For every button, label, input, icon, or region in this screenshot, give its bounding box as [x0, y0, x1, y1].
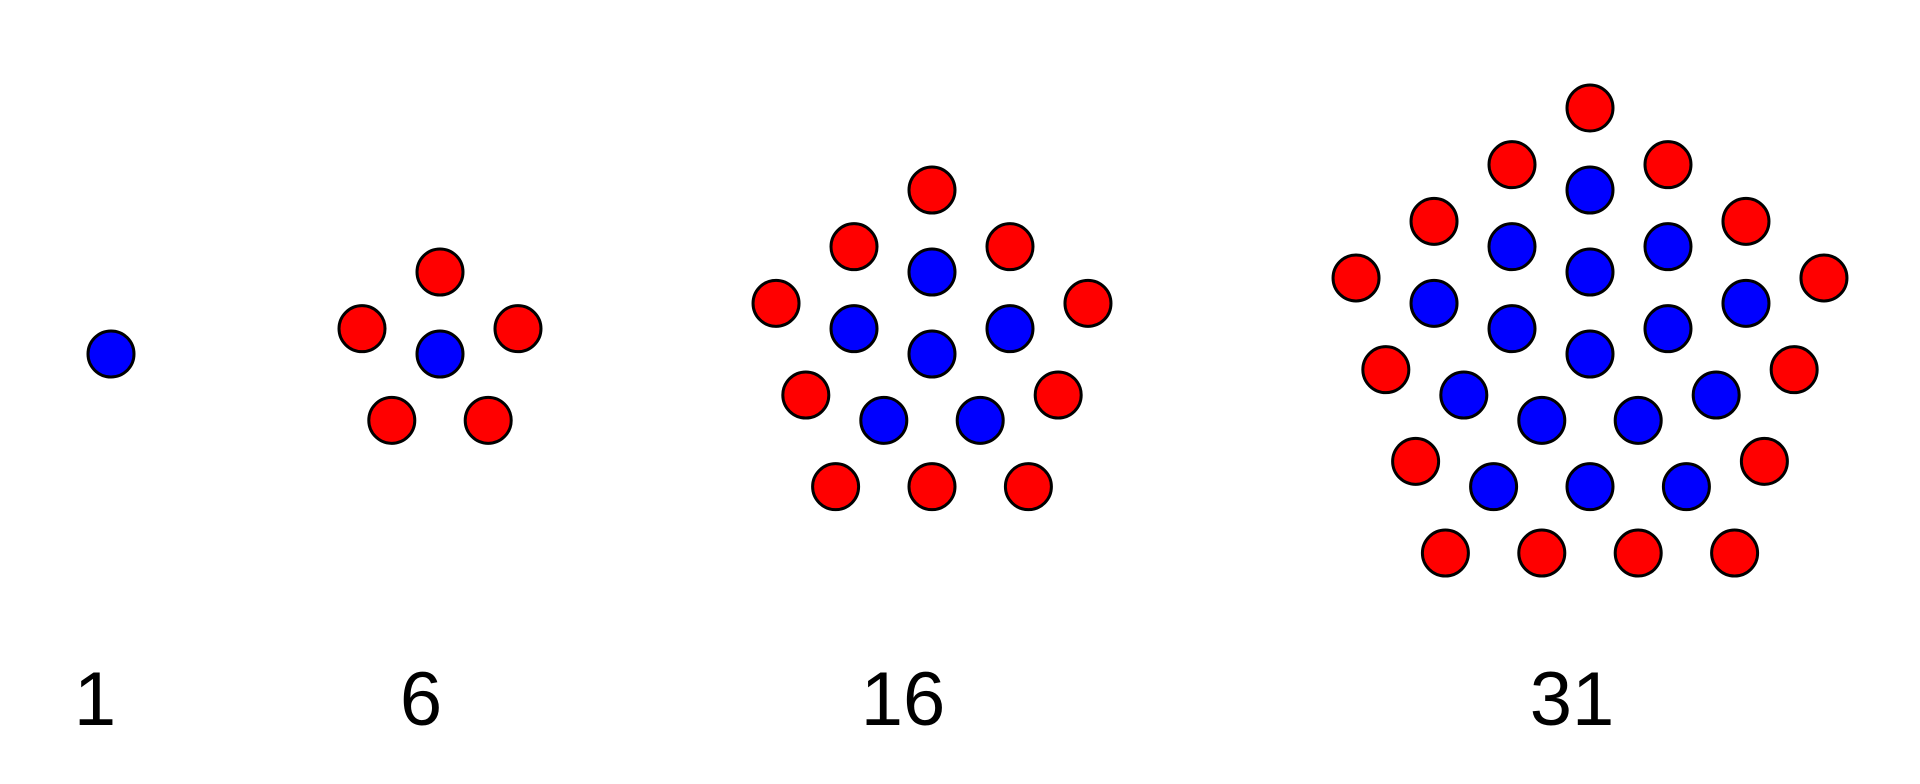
dot-outer	[1003, 462, 1053, 512]
dot-outer	[1391, 436, 1441, 486]
dot-outer	[811, 462, 861, 512]
dot-outer	[1613, 528, 1663, 578]
dot-inner	[1721, 278, 1771, 328]
dot-outer	[1063, 278, 1113, 328]
dot-outer	[415, 247, 465, 297]
dot-outer	[1799, 253, 1849, 303]
dot-outer	[1739, 436, 1789, 486]
dot-inner	[1691, 370, 1741, 420]
figure-label-16: 16	[860, 657, 946, 742]
figure-label-31: 31	[1529, 657, 1615, 742]
dot-inner	[1487, 222, 1537, 272]
dot-outer	[907, 165, 957, 215]
dot-inner	[985, 304, 1035, 354]
dot-inner	[907, 247, 957, 297]
dot-inner	[859, 395, 909, 445]
dot-inner	[1517, 395, 1567, 445]
dot-outer	[1721, 196, 1771, 246]
dot-inner	[1487, 304, 1537, 354]
dot-outer	[1710, 528, 1760, 578]
dot-outer	[829, 222, 879, 272]
dot-inner	[829, 304, 879, 354]
dot-inner	[1661, 462, 1711, 512]
dot-inner	[1565, 462, 1615, 512]
dot-outer	[1331, 253, 1381, 303]
dot-inner	[1643, 222, 1693, 272]
dot-outer	[1769, 345, 1819, 395]
dot-outer	[751, 278, 801, 328]
dot-inner	[1643, 304, 1693, 354]
dot-inner	[1469, 462, 1519, 512]
dot-outer	[493, 304, 543, 354]
dot-center	[1565, 329, 1615, 379]
figure-label-1: 1	[73, 657, 117, 742]
dot-outer	[1409, 196, 1459, 246]
dot-center	[907, 329, 957, 379]
dot-inner	[1613, 395, 1663, 445]
dot-outer	[1033, 370, 1083, 420]
dot-center	[86, 329, 136, 379]
dot-inner	[1565, 247, 1615, 297]
dot-outer	[985, 222, 1035, 272]
dot-outer	[1487, 140, 1537, 190]
dot-outer	[1565, 83, 1615, 133]
dot-outer	[463, 395, 513, 445]
dot-inner	[1439, 370, 1489, 420]
dot-inner	[1565, 165, 1615, 215]
dot-outer	[1517, 528, 1567, 578]
dot-outer	[367, 395, 417, 445]
dot-inner	[1409, 278, 1459, 328]
dot-outer	[337, 304, 387, 354]
dot-outer	[781, 370, 831, 420]
dot-outer	[1643, 140, 1693, 190]
dot-inner	[955, 395, 1005, 445]
dot-outer	[1420, 528, 1470, 578]
dot-outer	[907, 462, 957, 512]
dot-center	[415, 329, 465, 379]
dot-outer	[1361, 345, 1411, 395]
figure-label-6: 6	[399, 657, 443, 742]
